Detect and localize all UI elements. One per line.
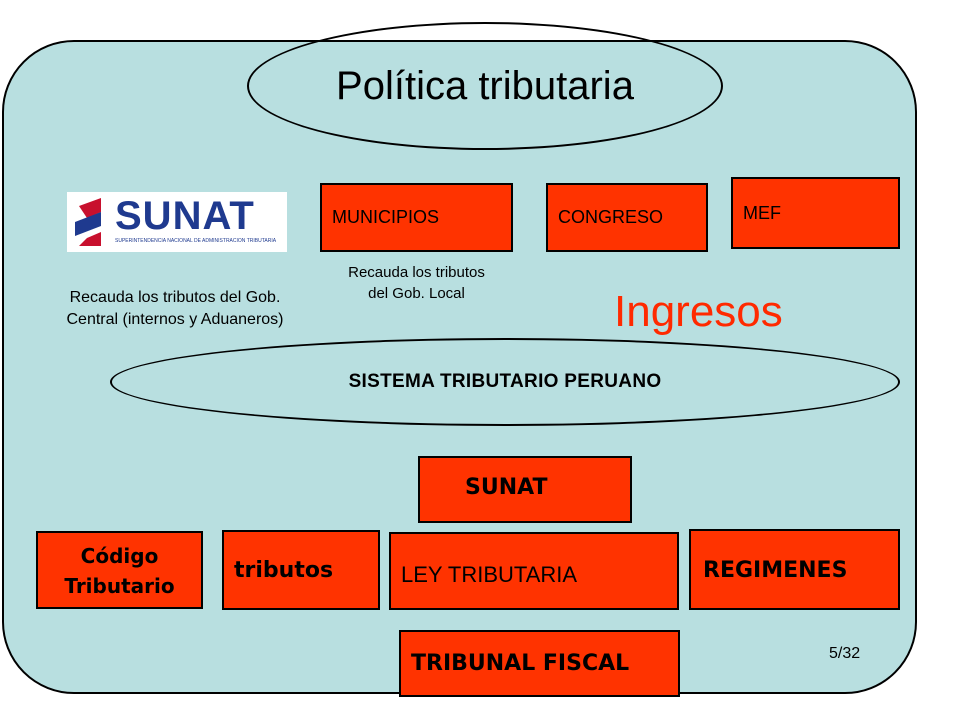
municipios-note-line-1: Recauda los tributos [348, 264, 485, 281]
page-title: Política tributaria [336, 63, 634, 108]
tribunal-fiscal-label: TRIBUNAL FISCAL [411, 651, 630, 676]
tribunal-fiscal-box: TRIBUNAL FISCAL [399, 630, 680, 697]
codigo-label-line-2: Tributario [64, 574, 175, 598]
regimenes-label: REGIMENES [703, 558, 848, 583]
mef-box: MEF [731, 177, 900, 249]
codigo-label-line-1: Código [80, 544, 159, 568]
sunat-note-line-1: Recauda los tributos del Gob. [69, 289, 281, 306]
sunat-logo: SUNAT SUPERINTENDENCIA NACIONAL DE ADMIN… [67, 192, 287, 252]
sunat-logo-icon [75, 198, 101, 246]
tributos-box: tributos [222, 530, 380, 610]
sistema-label: SISTEMA TRIBUTARIO PERUANO [348, 371, 662, 392]
sunat-note-line-2: Central (internos y Aduaneros) [66, 311, 284, 328]
congreso-label: CONGRESO [558, 207, 664, 227]
sistema-ellipse: SISTEMA TRIBUTARIO PERUANO [110, 338, 900, 426]
ley-tributaria-box: LEY TRIBUTARIA [389, 532, 679, 610]
regimenes-box: REGIMENES [689, 529, 900, 610]
municipios-note: Recauda los tributos del Gob. Local [320, 262, 513, 304]
congreso-box: CONGRESO [546, 183, 708, 252]
sunat-logo-wordmark: SUNAT [115, 194, 255, 238]
municipios-label: MUNICIPIOS [332, 207, 440, 227]
page-number: 5/32 [829, 645, 861, 662]
sunat-logo-tagline: SUPERINTENDENCIA NACIONAL DE ADMINISTRAC… [115, 238, 277, 244]
ingresos-label: Ingresos [614, 287, 783, 336]
codigo-tributario-box: Código Tributario [36, 531, 203, 609]
sunat-note: Recauda los tributos del Gob. Central (i… [20, 287, 330, 331]
title-ellipse: Política tributaria [247, 22, 723, 150]
sunat-box: SUNAT [418, 456, 632, 523]
municipios-box: MUNICIPIOS [320, 183, 513, 252]
sunat-box-label: SUNAT [465, 475, 548, 500]
codigo-tributario-label: Código Tributario [38, 541, 201, 601]
municipios-note-line-2: del Gob. Local [368, 285, 465, 302]
mef-label: MEF [743, 203, 781, 223]
ley-tributaria-label: LEY TRIBUTARIA [401, 562, 578, 587]
tributos-label: tributos [234, 558, 334, 583]
